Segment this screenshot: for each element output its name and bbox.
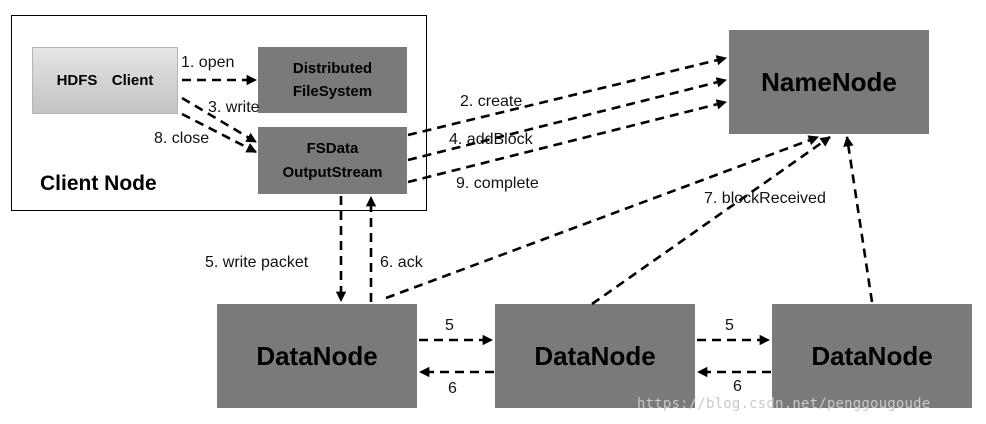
- pipeline-back-label-2: 6: [733, 378, 742, 395]
- arrow-blockreceived-1: [385, 135, 819, 300]
- fsdata-outputstream-label: FSData OutputStream: [282, 140, 383, 181]
- datanode-label-2: DataNode: [534, 340, 656, 371]
- step-create-label: 2. create: [460, 93, 523, 110]
- step-addblock-label: 4. addBlock: [449, 131, 533, 148]
- datanode-label-1: DataNode: [256, 340, 378, 371]
- hdfs-client-box: HDFS Client: [32, 47, 178, 114]
- arrow-blockreceived-3: [843, 135, 874, 303]
- pipeline-forward-label-2: 5: [725, 317, 734, 334]
- datanode-box-3: DataNode: [772, 304, 972, 408]
- hdfs-client-label: HDFS Client: [56, 72, 154, 89]
- arrow-create: [407, 55, 728, 137]
- step-write-packet-label: 5. write packet: [205, 254, 309, 271]
- arrow-complete: [407, 99, 728, 184]
- pipeline-forward-label-1: 5: [445, 317, 454, 334]
- namenode-label: NameNode: [761, 66, 897, 97]
- step-close-label: 8. close: [154, 130, 210, 147]
- arrow-blockreceived-2: [591, 135, 831, 306]
- step-write-label: 3. write: [208, 99, 260, 116]
- fsdata-outputstream-box: FSData OutputStream: [258, 127, 407, 194]
- pipeline-back-label-1: 6: [448, 380, 457, 397]
- datanode-box-1: DataNode: [217, 304, 417, 408]
- step-ack-label: 6. ack: [380, 254, 423, 271]
- arrow-addblock: [407, 77, 728, 162]
- step-blockreceived-label: 7. blockReceived: [704, 190, 826, 207]
- datanode-label-3: DataNode: [811, 340, 933, 371]
- step-complete-label: 9. complete: [456, 175, 539, 192]
- client-node-title: Client Node: [40, 172, 157, 195]
- distributed-filesystem-box: Distributed FileSystem: [258, 47, 407, 113]
- namenode-box: NameNode: [729, 30, 929, 134]
- distributed-filesystem-label: Distributed FileSystem: [292, 59, 373, 100]
- step-open-label: 1. open: [181, 54, 235, 71]
- datanode-box-2: DataNode: [495, 304, 695, 408]
- watermark-url: https://blog.csdn.net/penggougoude: [637, 396, 931, 412]
